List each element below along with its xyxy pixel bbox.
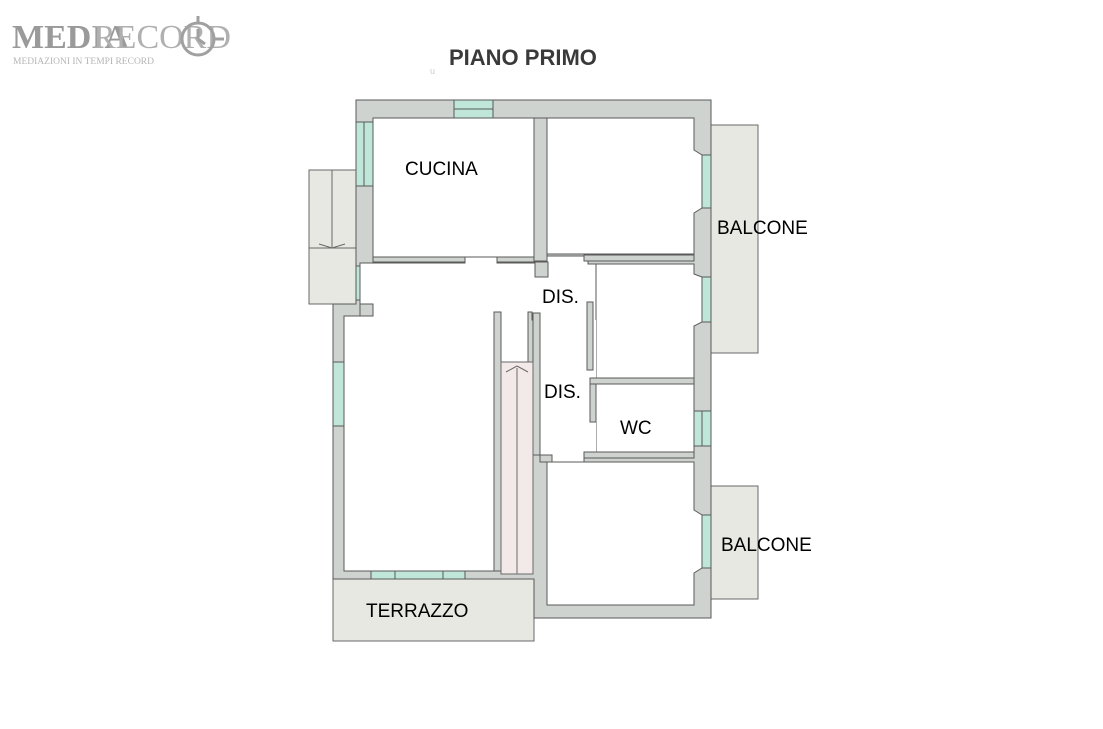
label-dis-lower: DIS. — [544, 382, 581, 403]
wall-corridor-left-stub — [539, 454, 553, 463]
window-living-left — [332, 361, 345, 427]
window-terrazzo-1 — [370, 570, 396, 580]
balcone-lower-area — [709, 485, 759, 600]
label-cucina: CUCINA — [405, 159, 478, 180]
stray-mark: u — [430, 66, 435, 76]
window-bottom-right — [701, 514, 712, 569]
wall-cucina-right — [533, 117, 548, 262]
wall-cucina-bottom-left — [372, 256, 466, 263]
label-balcone-upper: BALCONE — [717, 218, 808, 239]
room-bottom-right — [546, 461, 703, 606]
room-interiors — [343, 117, 703, 606]
terrazzo-area — [332, 578, 535, 642]
room-labels: CUCINA DIS. DIS. WC BALCONE BALCONE TERR… — [366, 159, 812, 622]
wall-cucina-bottom-right — [496, 256, 535, 263]
wall-top-right-bottom — [583, 254, 695, 262]
wall-middle-left — [586, 301, 594, 371]
wall-living-stub — [359, 303, 374, 317]
logo-tagline: MEDIAZIONI IN TEMPI RECORD — [13, 57, 154, 67]
window-middle-right — [701, 276, 712, 323]
room-wc — [595, 383, 695, 453]
window-top-right — [701, 154, 712, 209]
room-middle-right — [595, 263, 703, 379]
wall-corridor-left — [532, 312, 541, 456]
window-terrazzo-2 — [394, 570, 444, 580]
wall-stub-right — [534, 261, 549, 278]
room-top-right — [546, 117, 703, 255]
logo-brand-bold: MEDIA — [12, 19, 130, 56]
label-dis-upper: DIS. — [542, 287, 579, 308]
balcone-upper-area — [709, 124, 759, 354]
window-ext-stair — [355, 265, 361, 301]
exterior-areas — [308, 124, 759, 642]
label-balcone-lower: BALCONE — [721, 535, 812, 556]
wall-wc-top — [589, 377, 695, 385]
stopwatch-icon — [180, 16, 224, 57]
windows — [332, 99, 712, 580]
wall-wc-left — [589, 383, 597, 423]
internal-stair — [500, 361, 534, 575]
window-terrazzo-3 — [442, 570, 466, 580]
external-stair — [309, 170, 356, 249]
room-cucina — [372, 117, 535, 258]
logo: MEDIA RECORD MEDIAZIONI IN TEMPI RECORD — [12, 16, 231, 67]
partitions — [359, 117, 695, 572]
page-title: PIANO PRIMO — [449, 45, 597, 70]
wall-wc-bottom — [583, 451, 695, 459]
label-wc: WC — [620, 418, 652, 439]
wall-living-right — [493, 311, 502, 572]
label-terrazzo: TERRAZZO — [366, 601, 468, 622]
